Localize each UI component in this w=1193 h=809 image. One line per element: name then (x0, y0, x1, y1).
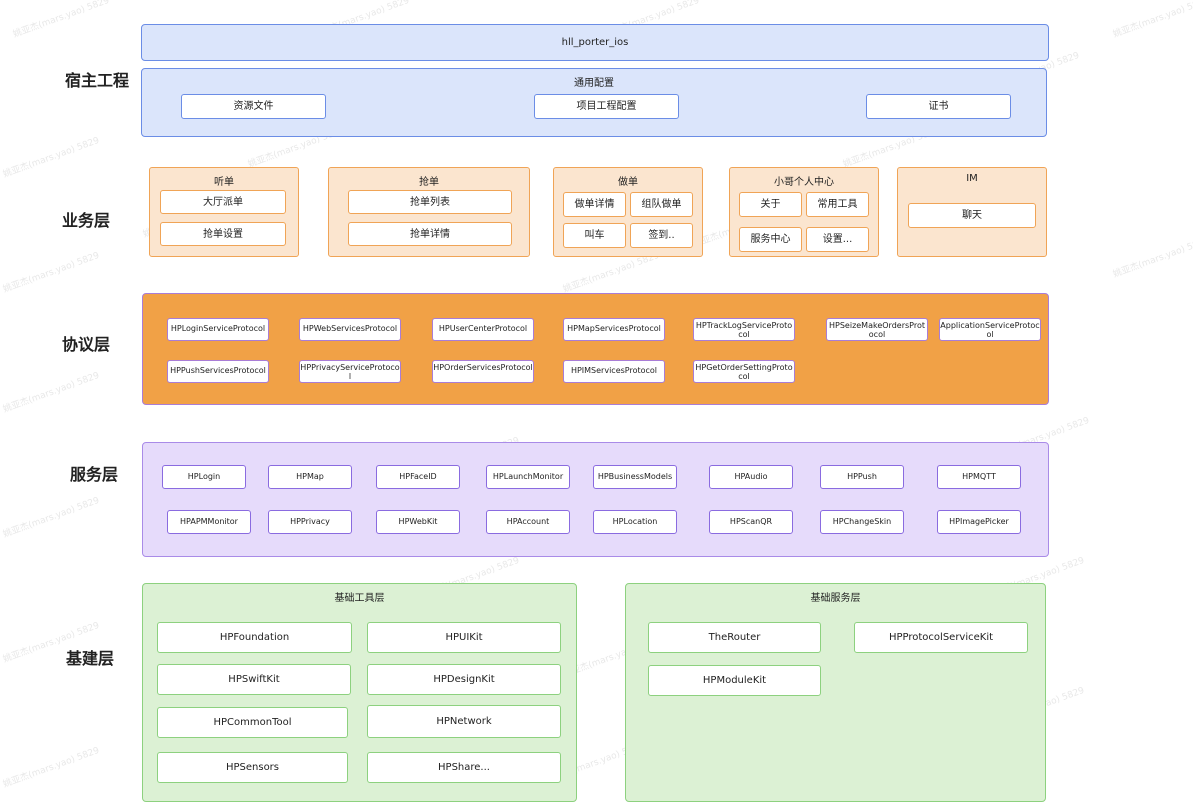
infra-tool-item: HPCommonTool (157, 707, 348, 738)
infra-base-title: 基础服务层 (810, 593, 861, 604)
infra-tool-item: HPShare... (367, 752, 561, 783)
service-item: HPLocation (593, 510, 677, 534)
service-item: HPPush (820, 465, 904, 489)
business-item: 服务中心 (739, 227, 802, 252)
protocol-item: ApplicationServiceProtocol (939, 318, 1041, 341)
layer-label-service: 服务层 (70, 465, 119, 484)
business-item: 组队做单 (630, 192, 693, 217)
host-item: 项目工程配置 (534, 94, 679, 119)
watermark: 姚亚杰(mars.yao) 5829 (1, 495, 101, 540)
host-common-config-title: 通用配置 (574, 78, 614, 89)
service-item: HPChangeSkin (820, 510, 904, 534)
business-item: 抢单详情 (348, 222, 512, 246)
service-item: HPMap (268, 465, 352, 489)
service-item: HPAPMMonitor (167, 510, 251, 534)
service-item: HPWebKit (376, 510, 460, 534)
protocol-item: HPUserCenterProtocol (432, 318, 534, 341)
service-item: HPImagePicker (937, 510, 1021, 534)
host-item: 资源文件 (181, 94, 326, 119)
protocol-item: HPPrivacyServiceProtocol (299, 360, 401, 383)
infra-tool-item: HPSensors (157, 752, 348, 783)
protocol-item: HPSeizeMakeOrdersProtocol (826, 318, 928, 341)
protocol-item: HPGetOrderSettingProtocol (693, 360, 795, 383)
watermark: 姚亚杰(mars.yao) 5829 (1, 250, 101, 295)
layer-label-protocol: 协议层 (62, 335, 111, 354)
service-item: HPLogin (162, 465, 246, 489)
infra-base-item: HPProtocolServiceKit (854, 622, 1028, 653)
host-app-name: hll_porter_ios (561, 37, 629, 48)
business-item: 抢单设置 (160, 222, 286, 246)
business-item: 抢单列表 (348, 190, 512, 214)
layer-label-host: 宿主工程 (65, 71, 130, 90)
layer-label-infra: 基建层 (66, 649, 115, 668)
protocol-item: HPIMServicesProtocol (563, 360, 665, 383)
protocol-item: HPOrderServicesProtocol (432, 360, 534, 383)
watermark: 姚亚杰(mars.yao) 5829 (1, 135, 101, 180)
infra-base-item: HPModuleKit (648, 665, 821, 696)
business-item: 大厅派单 (160, 190, 286, 214)
service-item: HPLaunchMonitor (486, 465, 570, 489)
infra-base-item: TheRouter (648, 622, 821, 653)
protocol-panel (142, 293, 1049, 405)
protocol-item: HPPushServicesProtocol (167, 360, 269, 383)
service-item: HPAudio (709, 465, 793, 489)
business-item: 聊天 (908, 203, 1036, 228)
protocol-item: HPLoginServiceProtocol (167, 318, 269, 341)
protocol-item: HPMapServicesProtocol (563, 318, 665, 341)
service-item: HPPrivacy (268, 510, 352, 534)
watermark: 姚亚杰(mars.yao) 5829 (1111, 235, 1193, 280)
infra-tool-item: HPSwiftKit (157, 664, 351, 695)
business-item: 签到.. (630, 223, 693, 248)
infra-tool-item: HPFoundation (157, 622, 352, 653)
service-panel (142, 442, 1049, 557)
infra-tool-item: HPUIKit (367, 622, 561, 653)
business-item: 叫车 (563, 223, 626, 248)
service-item: HPFaceID (376, 465, 460, 489)
business-item: 做单详情 (563, 192, 626, 217)
business-item: 关于 (739, 192, 802, 217)
watermark: 姚亚杰(mars.yao) 5829 (1111, 0, 1193, 40)
infra-tool-item: HPDesignKit (367, 664, 561, 695)
host-app-box: hll_porter_ios (141, 24, 1049, 61)
service-item: HPMQTT (937, 465, 1021, 489)
business-item: 常用工具 (806, 192, 869, 217)
layer-label-business: 业务层 (62, 211, 111, 230)
host-item: 证书 (866, 94, 1011, 119)
infra-tool-item: HPNetwork (367, 705, 561, 738)
business-item: 设置... (806, 227, 869, 252)
watermark: 姚亚杰(mars.yao) 5829 (11, 0, 111, 40)
service-item: HPBusinessModels (593, 465, 677, 489)
infra-tools-title: 基础工具层 (334, 593, 385, 604)
watermark: 姚亚杰(mars.yao) 5829 (1, 370, 101, 415)
protocol-item: HPTrackLogServiceProtocol (693, 318, 795, 341)
protocol-item: HPWebServicesProtocol (299, 318, 401, 341)
service-item: HPScanQR (709, 510, 793, 534)
watermark: 姚亚杰(mars.yao) 5829 (1, 745, 101, 790)
service-item: HPAccount (486, 510, 570, 534)
